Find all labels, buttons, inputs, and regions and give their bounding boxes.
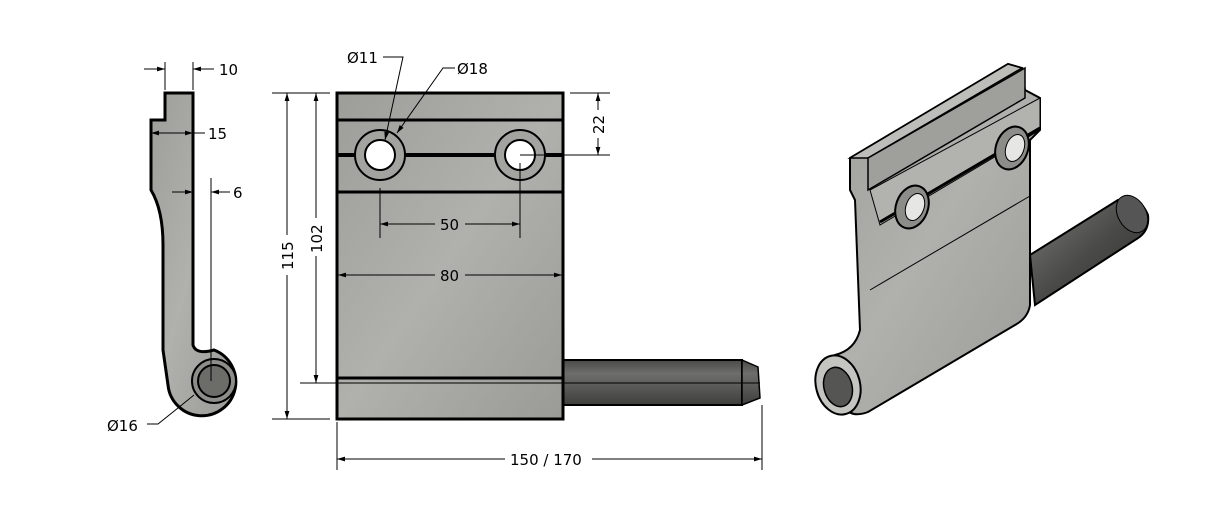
dim-pin-diameter-label: Ø16 — [107, 417, 138, 435]
dim-offset-label: 6 — [233, 184, 243, 202]
side-barrel-pin — [197, 364, 231, 398]
side-view: 10 15 6 Ø16 — [107, 61, 243, 435]
isometric-view — [814, 62, 1150, 416]
front-view: Ø11 Ø18 115 102 22 50 80 150 / — [272, 49, 763, 470]
dim-hole-offset-label: 22 — [590, 115, 608, 134]
dim-thickness-label: 10 — [219, 61, 238, 79]
dim-height-plate-label: 102 — [308, 224, 326, 253]
dim-step-label: 15 — [208, 125, 227, 143]
mounting-hole-left — [354, 129, 406, 181]
side-profile — [149, 91, 238, 418]
dim-hole-diameter-label: Ø11 — [347, 49, 378, 67]
dim-width-label: 80 — [440, 267, 459, 285]
dim-overall-length-label: 150 / 170 — [510, 451, 582, 469]
dim-hole-spacing-label: 50 — [440, 216, 459, 234]
dim-counterbore-diameter-label: Ø18 — [457, 60, 488, 78]
dim-height-total-label: 115 — [279, 241, 297, 270]
